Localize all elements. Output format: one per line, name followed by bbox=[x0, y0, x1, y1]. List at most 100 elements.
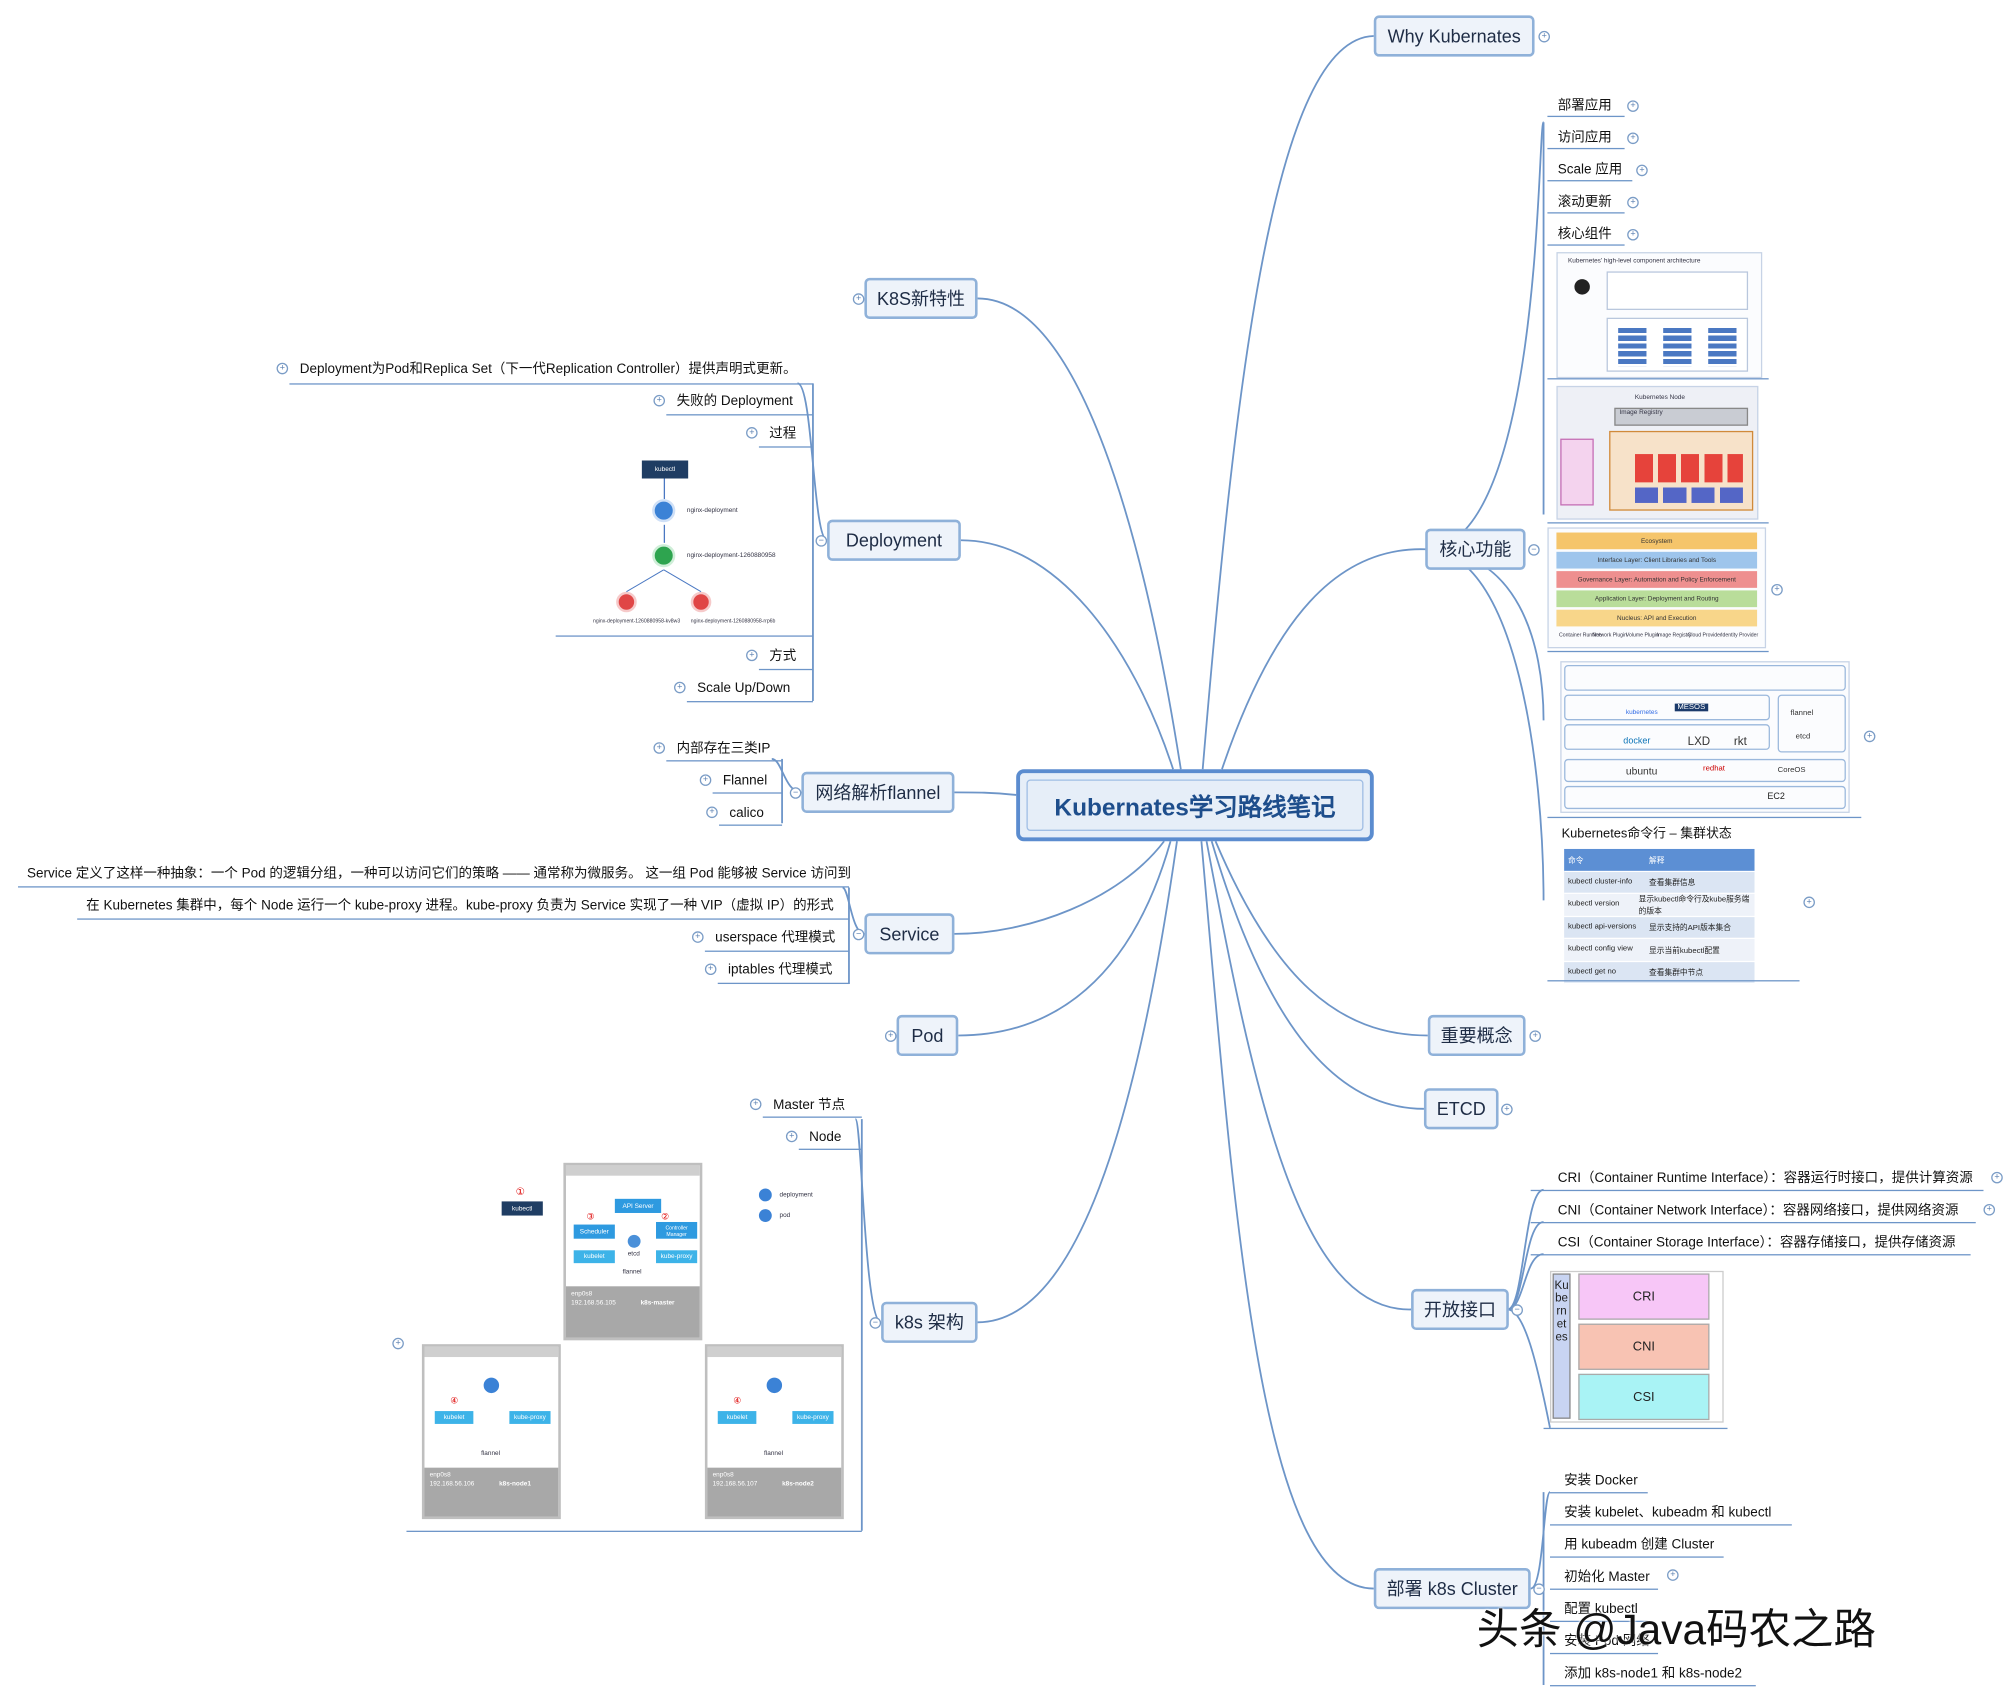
deploy-step-add-nodes[interactable]: 添加 k8s-node1 和 k8s-node2 bbox=[1564, 1665, 1743, 1682]
node-service[interactable]: Service bbox=[864, 913, 955, 955]
underline bbox=[798, 1148, 862, 1150]
expand-icon[interactable]: + bbox=[1771, 583, 1783, 596]
collapse-open-api-icon[interactable]: − bbox=[1511, 1304, 1523, 1316]
kubectl-label: kubectl bbox=[654, 465, 676, 474]
kubectl-label: kubectl bbox=[512, 1204, 533, 1213]
node-k8s-arch[interactable]: k8s 架构 bbox=[881, 1301, 978, 1343]
service-desc-2[interactable]: 在 Kubernetes 集群中，每个 Node 运行一个 kube-proxy… bbox=[86, 897, 834, 914]
expand-icon[interactable]: + bbox=[392, 1337, 404, 1350]
legend-deployment-icon bbox=[758, 1188, 772, 1202]
collapse-deploy-icon[interactable]: − bbox=[1533, 1583, 1545, 1596]
collapse-core-icon[interactable]: − bbox=[1528, 544, 1540, 556]
open-item-cri[interactable]: CRI（Container Runtime Interface）：容器运行时接口… bbox=[1557, 1170, 1973, 1186]
node-etcd-label: ETCD bbox=[1436, 1098, 1486, 1120]
deploy-step-pod-network[interactable]: 安装 Pod 网络 bbox=[1564, 1633, 1650, 1650]
deployment-desc[interactable]: Deployment为Pod和Replica Set（下一代Replicatio… bbox=[299, 361, 797, 377]
node-service-label: Service bbox=[879, 923, 940, 945]
expand-icon[interactable]: + bbox=[704, 963, 717, 976]
node-flannel[interactable]: 网络解析flannel bbox=[801, 771, 955, 813]
core-item-scale-app[interactable]: Scale 应用 bbox=[1557, 162, 1623, 178]
expand-icon[interactable]: + bbox=[706, 806, 718, 819]
cell-explain: 显示kubectl命令行及kube服务端的版本 bbox=[1638, 896, 1750, 917]
deployment-scale[interactable]: Scale Up/Down bbox=[697, 680, 791, 696]
expand-icon[interactable]: + bbox=[1991, 1171, 2003, 1184]
pod-icon-1 bbox=[616, 591, 637, 613]
expand-why-icon[interactable]: + bbox=[1538, 30, 1550, 43]
collapse-service-icon[interactable]: − bbox=[852, 928, 865, 941]
expand-icon[interactable]: + bbox=[699, 774, 712, 786]
eco-lxd: LXD bbox=[1687, 734, 1711, 748]
expand-icon[interactable]: + bbox=[674, 681, 686, 694]
service-userspace[interactable]: userspace 代理模式 bbox=[715, 929, 836, 946]
expand-icon[interactable]: + bbox=[1627, 132, 1639, 145]
node-arch-label: k8s 架构 bbox=[894, 1312, 964, 1333]
expand-icon[interactable]: + bbox=[1627, 100, 1639, 112]
expand-icon[interactable]: + bbox=[692, 931, 704, 943]
expand-etcd-icon[interactable]: + bbox=[1501, 1103, 1513, 1116]
expand-icon[interactable]: + bbox=[1636, 164, 1648, 177]
pod-stack-3 bbox=[1708, 328, 1737, 367]
expand-new-icon[interactable]: + bbox=[852, 293, 865, 305]
expand-icon[interactable]: + bbox=[276, 362, 289, 375]
underline bbox=[1549, 1556, 1724, 1558]
expand-icon[interactable]: + bbox=[785, 1130, 798, 1143]
node-concepts[interactable]: 重要概念 bbox=[1427, 1014, 1526, 1057]
node-core-features[interactable]: 核心功能 bbox=[1425, 528, 1526, 570]
expand-concept-icon[interactable]: + bbox=[1529, 1030, 1541, 1042]
collapse-arch-icon[interactable]: − bbox=[869, 1317, 882, 1329]
deploy-step-docker[interactable]: 安装 Docker bbox=[1564, 1472, 1638, 1489]
expand-icon[interactable]: + bbox=[1627, 196, 1639, 209]
arch-item-master[interactable]: Master 节点 bbox=[773, 1097, 846, 1113]
flannel-item-ip[interactable]: 内部存在三类IP bbox=[676, 740, 771, 757]
deployment-process[interactable]: 过程 bbox=[769, 425, 797, 442]
expand-icon[interactable]: + bbox=[1983, 1203, 1996, 1216]
open-item-cni[interactable]: CNI（Container Network Interface）：容器网络接口，… bbox=[1557, 1202, 1959, 1219]
service-iptables[interactable]: iptables 代理模式 bbox=[728, 962, 833, 978]
node-deploy-cluster[interactable]: 部署 k8s Cluster bbox=[1373, 1567, 1531, 1610]
pod-name-2: nginx-deployment-1260880958-rrp6b bbox=[690, 617, 776, 624]
core-item-deploy-app[interactable]: 部署应用 bbox=[1557, 97, 1612, 114]
core-item-components[interactable]: 核心组件 bbox=[1557, 226, 1612, 242]
deploy-step-create-cluster[interactable]: 用 kubeadm 创建 Cluster bbox=[1564, 1537, 1715, 1553]
open-item-csi[interactable]: CSI（Container Storage Interface）：容器存储接口，… bbox=[1557, 1234, 1956, 1251]
expand-icon[interactable]: + bbox=[746, 427, 758, 439]
node-k8s-new-features[interactable]: K8S新特性 bbox=[864, 277, 978, 320]
root-node[interactable]: Kubernates学习路线笔记 bbox=[1016, 769, 1374, 842]
expand-icon[interactable]: + bbox=[746, 649, 758, 662]
expand-icon[interactable]: + bbox=[1627, 228, 1639, 241]
kubernetes-vertical-bar: Kubernetes bbox=[1552, 1273, 1571, 1419]
node-deployment[interactable]: Deployment bbox=[827, 519, 961, 561]
cell-command: kubectl api-versions bbox=[1567, 923, 1637, 931]
service-desc-1[interactable]: Service 定义了这样一种抽象：一个 Pod 的逻辑分组，一种可以访问它们的… bbox=[27, 865, 851, 882]
collapse-flannel-icon[interactable]: − bbox=[789, 787, 802, 799]
vm-footer bbox=[565, 1286, 700, 1338]
table-row: kubectl config view 显示当前kubectl配置 bbox=[1564, 938, 1755, 962]
collapse-deployment-icon[interactable]: − bbox=[815, 535, 828, 547]
core-item-access-app[interactable]: 访问应用 bbox=[1557, 129, 1612, 146]
deploy-step-init-master[interactable]: 初始化 Master bbox=[1564, 1569, 1650, 1585]
expand-icon[interactable]: + bbox=[1803, 896, 1815, 909]
expand-icon[interactable]: + bbox=[749, 1098, 762, 1111]
node-open-api[interactable]: 开放接口 bbox=[1411, 1288, 1509, 1331]
node-etcd[interactable]: ETCD bbox=[1423, 1088, 1499, 1130]
vm-titlebar bbox=[424, 1346, 559, 1358]
api-server-label: API Server bbox=[622, 1202, 654, 1210]
expand-icon[interactable]: + bbox=[1667, 1569, 1679, 1581]
expand-pod-icon[interactable]: + bbox=[884, 1030, 897, 1042]
node-why-kubernates[interactable]: Why Kubernates bbox=[1373, 15, 1535, 57]
node2-hostname: k8s-node2 bbox=[782, 1480, 814, 1489]
deploy-step-config-kubectl[interactable]: 配置 kubectl bbox=[1564, 1601, 1638, 1617]
eco-rkt: rkt bbox=[1733, 734, 1747, 748]
deployment-way[interactable]: 方式 bbox=[769, 648, 797, 664]
expand-icon[interactable]: + bbox=[653, 742, 666, 754]
flannel-item-calico[interactable]: calico bbox=[729, 805, 764, 821]
underline bbox=[1547, 244, 1625, 246]
core-item-rolling-update[interactable]: 滚动更新 bbox=[1557, 194, 1612, 210]
deployment-failed[interactable]: 失败的 Deployment bbox=[676, 393, 793, 410]
expand-icon[interactable]: + bbox=[653, 394, 666, 407]
arch-item-node[interactable]: Node bbox=[809, 1129, 842, 1145]
deploy-step-kubelet[interactable]: 安装 kubelet、kubeadm 和 kubectl bbox=[1564, 1504, 1772, 1521]
node-pod[interactable]: Pod bbox=[896, 1014, 959, 1057]
flannel-item-flannel[interactable]: Flannel bbox=[722, 773, 768, 789]
expand-icon[interactable]: + bbox=[1863, 730, 1876, 743]
